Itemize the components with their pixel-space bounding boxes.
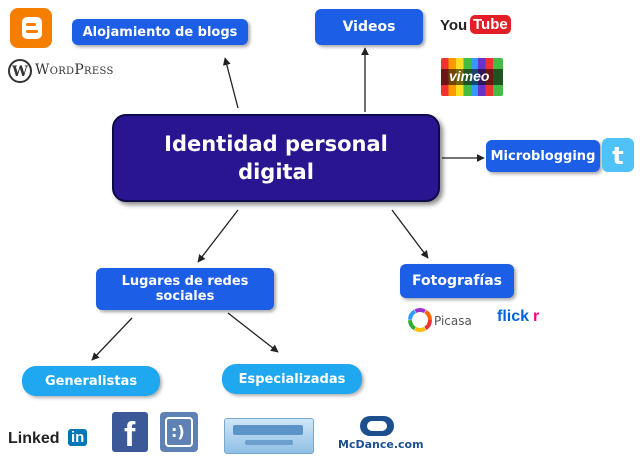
facebook-f-text: f bbox=[124, 416, 136, 452]
center-line-1: Identidad personal bbox=[164, 132, 388, 156]
picasa-logo: Picasa bbox=[408, 308, 482, 334]
arrow-to-especializadas bbox=[227, 312, 279, 353]
wordpress-logo: W WordPress bbox=[8, 58, 120, 84]
specialized-network-logo bbox=[224, 418, 314, 454]
arrow-to-generalistas bbox=[91, 317, 133, 361]
arrow-to-social bbox=[197, 209, 239, 263]
youtube-logo: You Tube bbox=[440, 14, 511, 40]
social-networks-node: Lugares de redes sociales bbox=[96, 268, 274, 310]
blogger-logo bbox=[10, 8, 52, 48]
social-line-2: sociales bbox=[155, 289, 215, 304]
blogs-node: Alojamiento de blogs bbox=[72, 19, 248, 45]
wordpress-wordmark: WordPress bbox=[35, 62, 114, 78]
linkedin-text: Linked bbox=[8, 430, 60, 447]
arrow-to-blogs bbox=[222, 57, 239, 109]
linkedin-logo: Linked in bbox=[8, 428, 100, 452]
tuenti-face-text: :) bbox=[171, 422, 185, 441]
picasa-wheel-icon bbox=[408, 308, 432, 332]
svg-text:t: t bbox=[612, 142, 623, 170]
especializadas-node: Especializadas bbox=[222, 364, 362, 394]
flickr-logo: flick r bbox=[497, 306, 557, 330]
svg-text:W: W bbox=[11, 64, 28, 80]
mcdance-text: McDance.com bbox=[338, 438, 424, 451]
flickr-r-text: r bbox=[533, 308, 540, 325]
center-node: Identidad personal digital bbox=[112, 114, 440, 202]
youtube-you-text: You bbox=[440, 17, 468, 34]
wordpress-w-icon: W bbox=[8, 59, 32, 83]
vimeo-logo: vimeo bbox=[441, 58, 503, 96]
facebook-logo: f bbox=[112, 412, 148, 452]
twitter-t-icon: t bbox=[612, 142, 623, 170]
picasa-text: Picasa bbox=[434, 314, 472, 328]
vimeo-text: vimeo bbox=[449, 68, 490, 84]
center-line-2: digital bbox=[238, 160, 314, 184]
generalistas-node: Generalistas bbox=[22, 366, 160, 396]
blogger-b-icon bbox=[22, 17, 42, 39]
microblogging-node: Microblogging bbox=[486, 140, 600, 172]
photos-node: Fotografías bbox=[400, 264, 514, 298]
videos-node: Videos bbox=[315, 9, 423, 45]
youtube-tube-text: Tube bbox=[470, 15, 511, 34]
linkedin-in-text: in bbox=[68, 429, 88, 446]
social-line-1: Lugares de redes bbox=[121, 274, 249, 289]
mcdance-logo: McDance.com bbox=[338, 416, 424, 454]
twitter-logo: t bbox=[602, 138, 634, 172]
arrow-to-photos bbox=[391, 209, 429, 259]
tuenti-logo: :) bbox=[160, 412, 198, 452]
flickr-main-text: flick bbox=[497, 308, 530, 325]
